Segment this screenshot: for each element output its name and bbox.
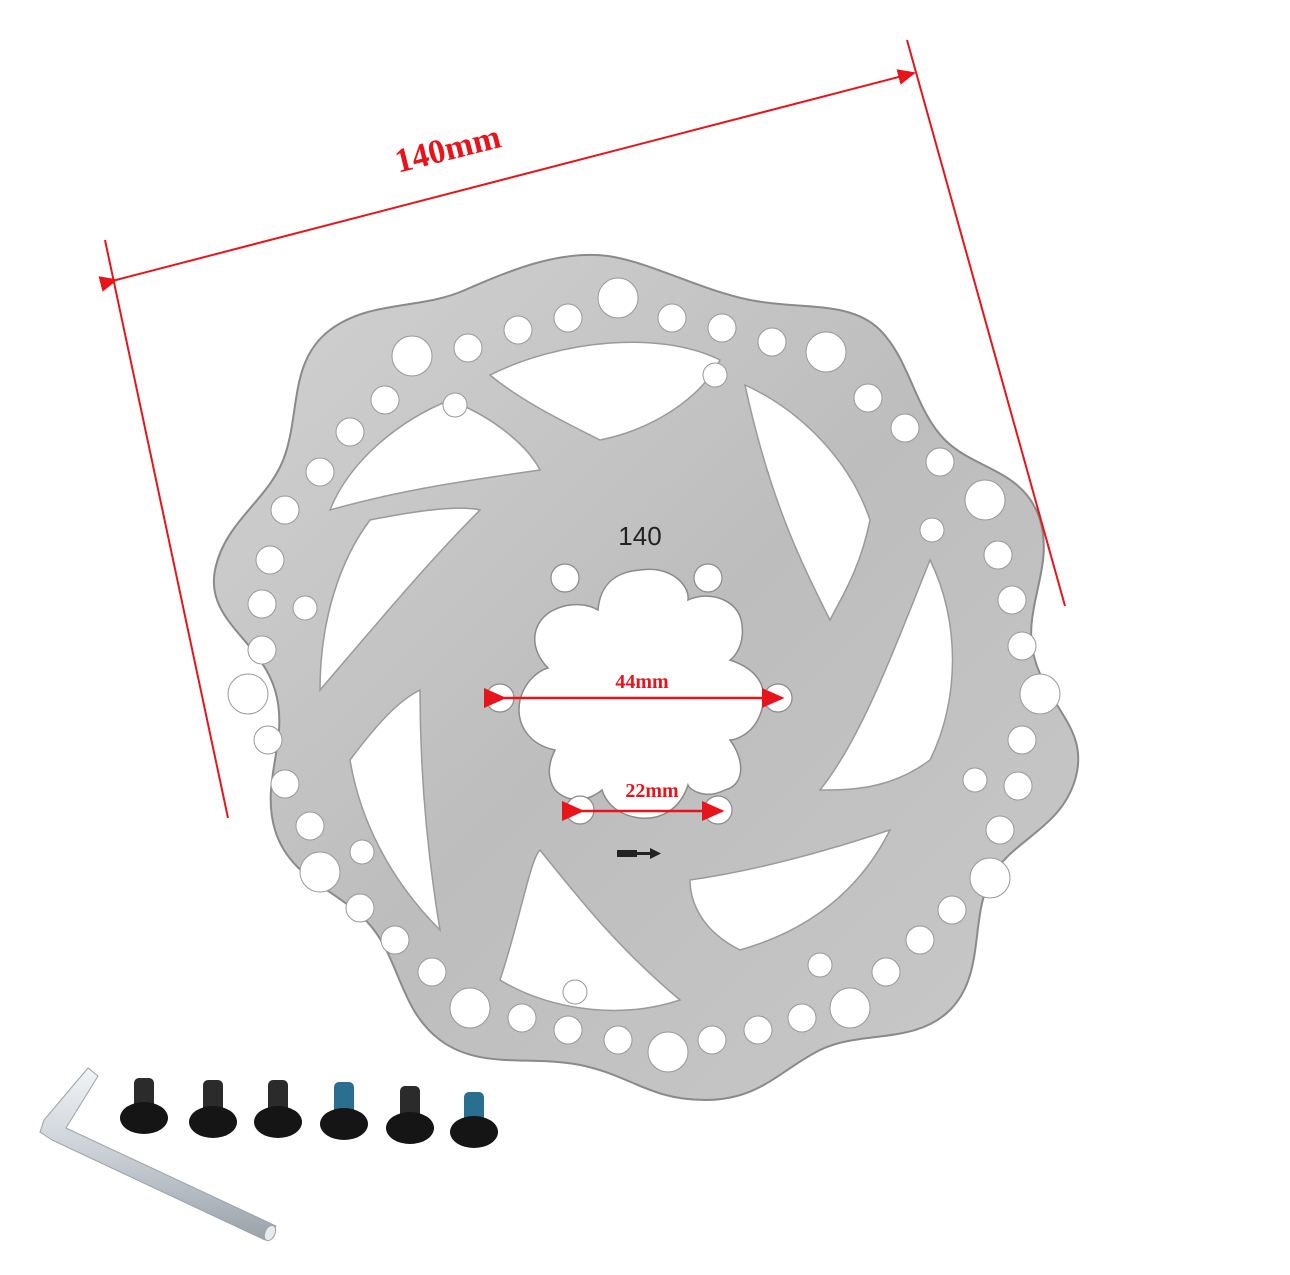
mounting-screws <box>120 1078 498 1148</box>
screw <box>254 1080 302 1138</box>
vent-holes <box>227 277 1061 1073</box>
rotor-size-marking: 140 <box>618 521 661 551</box>
rotor-cutouts <box>319 341 954 1012</box>
bolt-circle-label: 44mm <box>615 671 669 693</box>
brake-rotor: 140 <box>212 253 1080 1102</box>
bolt-spacing-label: 22mm <box>625 780 679 802</box>
hex-key <box>39 1067 277 1242</box>
screw-threadlock <box>450 1092 498 1148</box>
screw <box>189 1080 237 1138</box>
screw <box>386 1086 434 1144</box>
screw-threadlock <box>320 1082 368 1140</box>
outer-diameter-dimension <box>98 39 1066 819</box>
screw <box>120 1078 168 1134</box>
rotation-arrow-icon <box>617 848 661 859</box>
outer-diameter-label: 140mm <box>391 119 504 181</box>
